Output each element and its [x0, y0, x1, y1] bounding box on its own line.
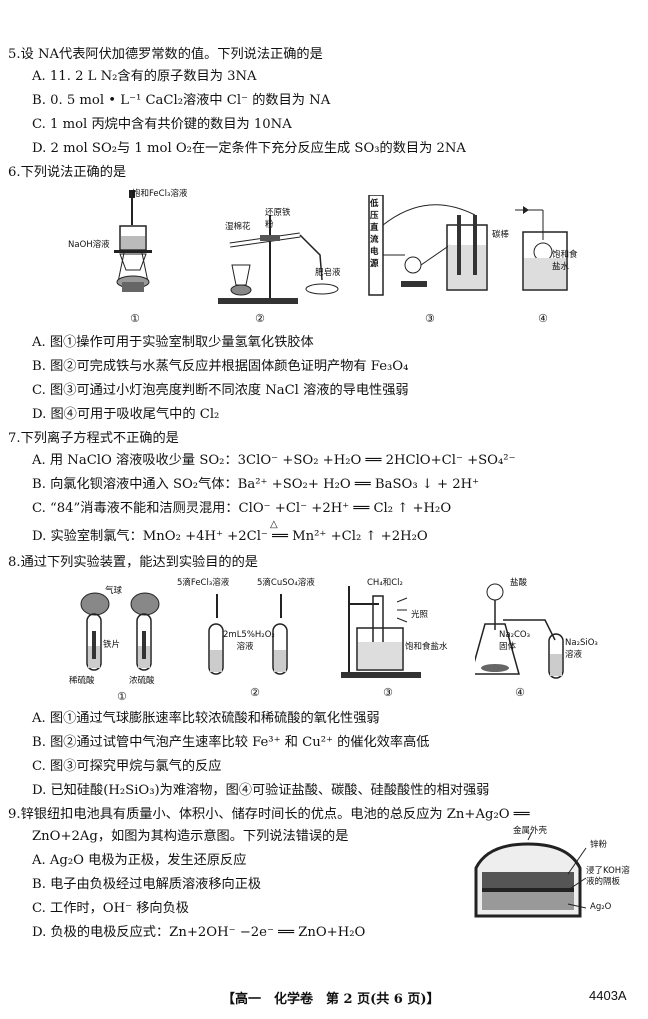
q6-option-b: B. 图②可完成铁与水蒸气反应并根据固体颜色证明产物有 Fe₃O₄ [32, 359, 409, 374]
q9-stem-line2: ZnO+2Ag，如图为其构造示意图。下列说法错误的是 [32, 829, 349, 844]
q8-fig3-apparatus [341, 586, 421, 678]
q7-option-d: D. 实验室制氯气：MnO₂ +4H⁺ +2Cl⁻ ══ Mn²⁺ +Cl₂ ↑… [32, 529, 428, 544]
q6-label-wet-cotton: 湿棉花 [225, 222, 251, 232]
q6-label-dc-power: 低压直流电源 [370, 199, 379, 269]
q6-fig4-number: ④ [538, 312, 548, 325]
q5-stem: 5.设 NA代表阿伏加德罗常数的值。下列说法正确的是 [8, 47, 323, 62]
q6-label-soap: 肥皂液 [315, 268, 341, 278]
q6-fig2-apparatus [218, 215, 339, 304]
q8-label-cuso4-drop: 5滴CuSO₄溶液 [257, 578, 315, 588]
q8-fig1-number: ① [117, 690, 127, 703]
q8-fig3-number: ③ [383, 686, 393, 699]
q9-option-a: A. Ag₂O 电极为正极，发生还原反应 [32, 853, 247, 868]
q6-figure-group: 饱和FeCl₃溶液 NaOH溶液 ① 湿棉花 还原铁粉 肥皂液 ② 低压直流电源… [60, 189, 600, 330]
footer-page-info: 【高一 化学卷 第 2 页(共 6 页)】 [222, 992, 440, 1007]
q8-label-h2o2: 2mL5%H₂O₂溶液 [223, 630, 275, 652]
q9-label-ag2o: Ag₂O [590, 902, 612, 912]
q8-stem: 8.通过下列实验装置，能达到实验目的的是 [8, 555, 258, 570]
q6-option-a: A. 图①操作可用于实验室制取少量氢氧化铁胶体 [32, 335, 314, 350]
q8-fig2-number: ② [250, 686, 260, 699]
q9-option-c: C. 工作时，OH⁻ 移向负极 [32, 901, 189, 916]
q6-label-fecl3: 饱和FeCl₃溶液 [132, 189, 188, 199]
q8-label-dilute-h2so4: 稀硫酸 [69, 676, 95, 686]
q5-option-a: A. 11. 2 L N₂含有的原子数目为 3NA [32, 69, 257, 84]
q7-stem: 7.下列离子方程式不正确的是 [8, 431, 179, 446]
q8-label-fecl3-drop: 5滴FeCl₃溶液 [177, 578, 230, 588]
q6-label-saturated-salt: 饱和食盐水 [552, 250, 578, 272]
q8-label-saturated-salt: 饱和食盐水 [405, 642, 448, 652]
q8-fig1-apparatus [80, 592, 160, 671]
q8-fig2-apparatus [208, 594, 288, 675]
q8-fig4-number: ④ [515, 686, 525, 699]
q8-label-ch4-cl2: CH₄和Cl₂ [367, 578, 403, 588]
q9-stem-line1: 9.锌银纽扣电池具有质量小、体积小、储存时间长的优点。电池的总反应为 Zn+Ag… [8, 807, 530, 822]
q9-battery-diagram [474, 831, 587, 918]
q6-fig4-apparatus [515, 206, 568, 291]
q5-option-d: D. 2 mol SO₂与 1 mol O₂在一定条件下充分反应生成 SO₃的数… [32, 141, 466, 156]
q8-label-na2co3: Na₂CO₃固体 [499, 630, 531, 652]
q8-option-c: C. 图③可探究甲烷与氯气的反应 [32, 759, 222, 774]
q8-label-conc-h2so4: 浓硫酸 [129, 676, 155, 686]
q8-label-hcl: 盐酸 [510, 578, 528, 588]
q9-label-metal-shell: 金属外壳 [513, 826, 548, 836]
q7-option-b: B. 向氯化钡溶液中通入 SO₂气体：Ba²⁺ +SO₂+ H₂O ══ BaS… [32, 477, 480, 492]
q6-fig3-apparatus [368, 195, 488, 296]
q8-option-d: D. 已知硅酸(H₂SiO₃)为难溶物，图④可验证盐酸、碳酸、硅酸酸性的相对强弱 [32, 783, 490, 798]
q7-heat-symbol: △ [270, 519, 278, 530]
q5-option-b: B. 0. 5 mol • L⁻¹ CaCl₂溶液中 Cl⁻ 的数目为 NA [32, 93, 331, 108]
q8-label-balloon: 气球 [105, 586, 123, 596]
q9-option-d: D. 负极的电极反应式：Zn+2OH⁻ −2e⁻ ══ ZnO+H₂O [32, 925, 366, 940]
q9-option-b: B. 电子由负极经过电解质溶液移向正极 [32, 877, 262, 892]
q6-fig2-number: ② [255, 312, 265, 325]
q6-fig1-number: ① [130, 312, 140, 325]
q6-option-c: C. 图③可通过小灯泡亮度判断不同浓度 NaCl 溶液的导电性强弱 [32, 383, 409, 398]
q6-label-naoh: NaOH溶液 [68, 240, 110, 250]
q8-label-light: 光照 [411, 610, 429, 620]
q7-option-a: A. 用 NaClO 溶液吸收少量 SO₂：3ClO⁻ +SO₂ +H₂O ══… [32, 453, 516, 468]
q8-label-na2sio3: Na₂SiO₃溶液 [565, 638, 598, 660]
q6-label-reduced-iron: 还原铁粉 [265, 208, 291, 230]
q6-fig3-number: ③ [425, 312, 435, 325]
q7-option-c: C. “84”消毒液不能和洁厕灵混用：ClO⁻ +Cl⁻ +2H⁺ ══ Cl₂… [32, 501, 452, 516]
q9-label-separator: 浸了KOH溶液的隔板 [586, 866, 630, 887]
q6-option-d: D. 图④可用于吸收尾气中的 Cl₂ [32, 407, 220, 422]
q8-label-iron-sheet: 铁片 [103, 640, 121, 650]
q6-fig1-apparatus [114, 190, 152, 292]
q8-figure-group: 气球 铁片 稀硫酸 浓硫酸 ① 5滴FeCl₃溶液 5滴CuSO₄溶液 2mL5… [55, 576, 615, 706]
footer-exam-code: 4403A [589, 988, 627, 1003]
q9-label-zinc-powder: 锌粉 [590, 840, 608, 850]
q5-option-c: C. 1 mol 丙烷中含有共价键的数目为 10NA [32, 117, 292, 132]
q6-label-carbon-rod: 碳棒 [492, 230, 510, 240]
q9-battery-figure: 金属外壳 锌粉 浸了KOH溶液的隔板 Ag₂O [468, 826, 638, 928]
q8-option-b: B. 图②通过试管中气泡产生速率比较 Fe³⁺ 和 Cu²⁺ 的催化效率高低 [32, 735, 430, 750]
q8-option-a: A. 图①通过气球膨胀速率比较浓硫酸和稀硫酸的氧化性强弱 [32, 711, 380, 726]
q8-fig4-apparatus [475, 583, 564, 679]
q6-stem: 6.下列说法正确的是 [8, 165, 127, 180]
